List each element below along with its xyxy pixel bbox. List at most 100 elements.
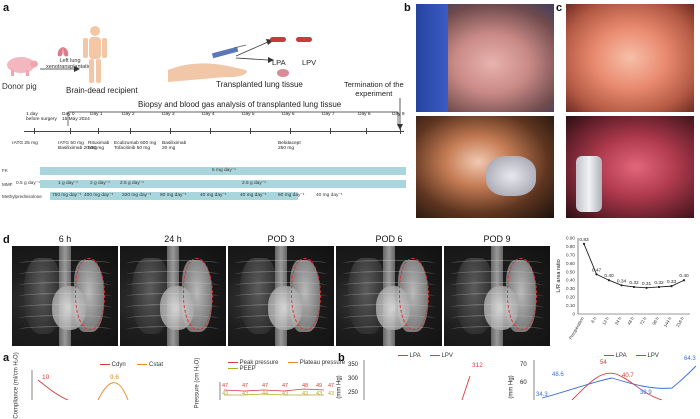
paco2-value: 48.6 xyxy=(552,372,564,378)
mp-dose: 80 mg day⁻¹ xyxy=(160,193,187,198)
pressure-plateau-value: 43 xyxy=(316,391,323,397)
y-tick-label: 0 xyxy=(572,312,575,317)
timeline-tick xyxy=(210,128,211,134)
paco2-ytick-2: 60 xyxy=(520,380,527,386)
xray-rib xyxy=(126,304,220,311)
timeline-tick xyxy=(98,128,99,134)
xray-rib xyxy=(450,326,544,333)
lung-photo-bottom xyxy=(566,116,694,218)
xray-rib xyxy=(450,282,544,289)
compliance-legend: Cdyn Cstat xyxy=(100,362,163,368)
paco2-value: 54 xyxy=(600,360,607,366)
xray-rib xyxy=(126,326,220,333)
xray-graft-outline xyxy=(507,258,537,330)
x-tick-label: 48 h xyxy=(626,316,635,326)
legend-swatch-cstat xyxy=(137,363,148,365)
x-tick-label: 6 h xyxy=(590,316,598,324)
timeline-tick xyxy=(34,128,35,134)
lung-icon xyxy=(57,47,69,57)
xray-rib xyxy=(18,260,112,267)
y-tick-label: 0.90 xyxy=(566,236,575,241)
xray-label: POD 6 xyxy=(375,234,403,244)
legend-lpv: LPV xyxy=(441,353,453,359)
data-label: 0.40 xyxy=(604,273,614,279)
lpv-label: LPV xyxy=(302,58,317,67)
recipient-figure xyxy=(83,26,107,83)
xray-rib xyxy=(450,304,544,311)
pao2-ytick-1: 350 xyxy=(348,362,359,368)
recipient-label: Brain-dead recipient xyxy=(66,86,138,95)
xray-graft-outline xyxy=(399,258,429,330)
xray-rib xyxy=(342,282,436,289)
pressure-peak-value: 47 xyxy=(222,383,229,389)
mmf-dose: 2.5 g day⁻¹ xyxy=(120,181,144,186)
xray-rib xyxy=(234,326,328,333)
mmf-dose: 2.5 g day⁻¹ xyxy=(242,181,266,186)
mp-dose: 40 mg day⁻¹ xyxy=(240,193,267,198)
xray-rib xyxy=(450,271,544,278)
fk-bar xyxy=(40,167,406,175)
xray-label: 24 h xyxy=(164,234,182,244)
xray-rib xyxy=(18,282,112,289)
paco2-value: 64.3 xyxy=(684,356,696,362)
xray-image xyxy=(336,246,442,346)
timeline-day-label: 1 day before surgery xyxy=(26,112,57,122)
mmf-bar xyxy=(40,180,406,188)
xray-graft-outline xyxy=(75,258,105,330)
xray-rib xyxy=(234,304,328,311)
drug-label: Eculizumab 600 mg Tofacitinib 50 mg xyxy=(114,141,157,151)
pressure-peak-value: 47 xyxy=(242,383,249,389)
legend-swatch-lpv xyxy=(429,354,440,356)
y-tick-label: 0.40 xyxy=(566,278,575,283)
legend-cstat: Cstat xyxy=(149,362,164,368)
timeline-tick xyxy=(170,128,171,134)
donor-pig-label: Donor pig xyxy=(2,82,37,91)
pig-illustration xyxy=(7,57,38,76)
xray-rib xyxy=(342,293,436,300)
arrow-icon xyxy=(40,66,80,72)
panel-label-c: c xyxy=(556,2,563,14)
paco2-value: 34.3 xyxy=(536,392,548,398)
timeline-tick xyxy=(366,128,367,134)
mmf-dose: 2 g day⁻¹ xyxy=(90,181,110,186)
legend-cdyn: Cdyn xyxy=(111,362,126,368)
xray-rib xyxy=(126,271,220,278)
x-tick-label: 24 h xyxy=(614,316,623,326)
x-tick-label: 216 h xyxy=(675,316,685,328)
drug-label: rATG 50 mg Basiliximab 20 mg xyxy=(58,141,97,151)
legend-lpv-2: LPV xyxy=(647,353,659,359)
pressure-peak-value: 47 xyxy=(282,383,289,389)
y-tick-label: 0.80 xyxy=(566,244,575,249)
legend-swatch-lpa-2 xyxy=(604,354,614,356)
pao2-ylabel: (mm Hg) xyxy=(336,375,343,399)
y-tick-label: 0.20 xyxy=(566,295,575,300)
paco2-value: 38.9 xyxy=(640,390,652,396)
xray-rib xyxy=(18,315,112,322)
panel-label-d: d xyxy=(3,234,10,246)
pressure-plateau-value: 43 xyxy=(222,391,229,397)
tube-lpv-icon xyxy=(296,37,312,42)
data-point xyxy=(595,273,598,276)
xray-rib xyxy=(126,260,220,267)
mp-dose: 400 mg day⁻¹ xyxy=(84,193,114,198)
xray-graft-outline xyxy=(291,258,321,330)
drug-label: rATG 25 mg xyxy=(12,141,38,146)
paco2-ylabel: (mm Hg) xyxy=(508,375,515,399)
surgery-photo-top xyxy=(416,4,554,112)
pressure-peak-value: 47 xyxy=(328,383,335,389)
xray-rib xyxy=(234,260,328,267)
panel-label-b: b xyxy=(404,2,411,14)
compliance-plot xyxy=(31,370,129,400)
tube-lpa-icon xyxy=(270,37,286,42)
surgery-photo-bottom xyxy=(416,116,554,218)
legend-lpa: LPA xyxy=(409,353,421,359)
timeline-day-label: Day 8 xyxy=(358,112,371,117)
x-tick-label: 72 h xyxy=(639,316,648,326)
data-point xyxy=(620,284,623,287)
pressure-legend: Peak pressure Plateau pressure PEEP xyxy=(228,360,345,372)
compliance-value-2: 9.6 xyxy=(110,374,120,381)
fk-dose: 5 mg day⁻¹ xyxy=(212,168,236,173)
timeline-day-label: Day 6 xyxy=(282,112,295,117)
